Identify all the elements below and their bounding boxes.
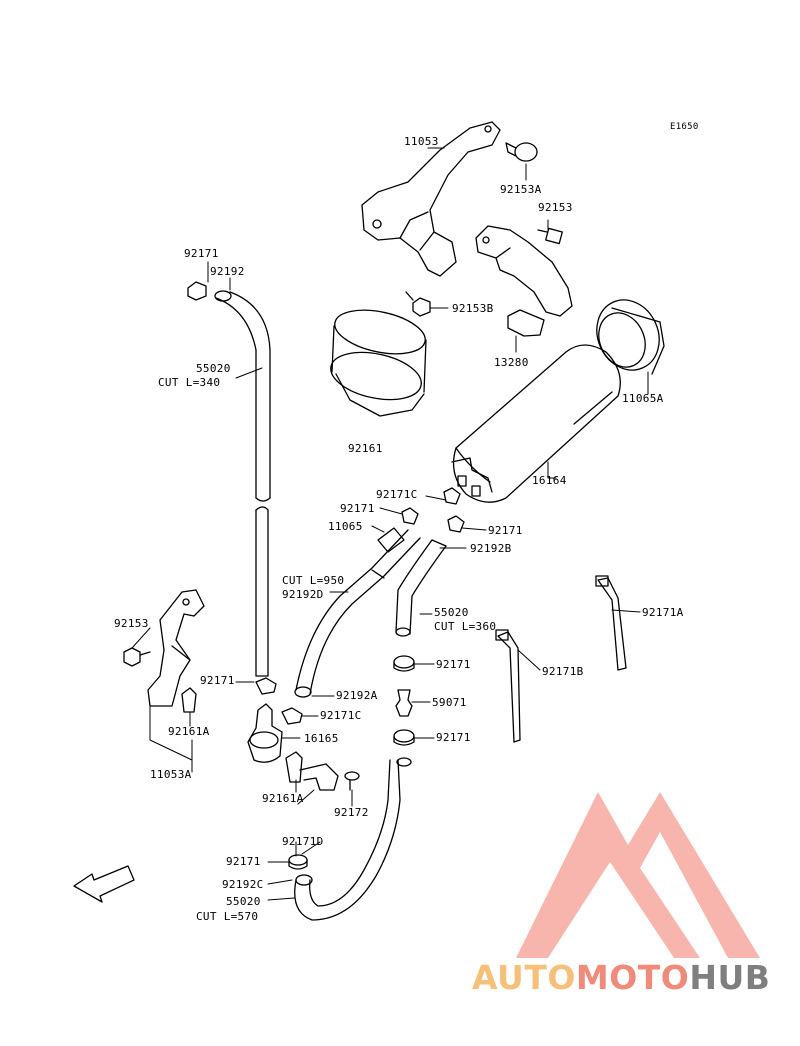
hose-92192D xyxy=(294,529,421,698)
bolt-92153A xyxy=(505,142,538,162)
bracket-11053A xyxy=(147,589,205,707)
watermark-text: AUTOMOTOHUB xyxy=(472,958,770,998)
label-92153A: 92153A xyxy=(500,183,542,196)
label-92171C-bottom: 92171C xyxy=(320,709,362,722)
label-92171-bottom: 92171 xyxy=(226,855,261,868)
label-16165: 16165 xyxy=(304,732,339,745)
clamp-92171-filter xyxy=(255,677,277,695)
clamp-92171-bottom xyxy=(288,854,308,870)
label-92161: 92161 xyxy=(348,442,383,455)
label-cut-570: CUT L=570 xyxy=(196,910,259,923)
clip-92161A-left xyxy=(181,687,197,713)
label-92171A: 92171A xyxy=(642,606,684,619)
label-55020-left: 55020 xyxy=(196,362,231,375)
label-16164: 16164 xyxy=(532,474,567,487)
tie-band-92171A xyxy=(595,575,627,671)
label-cut-340: CUT L=340 xyxy=(158,376,221,389)
label-13280: 13280 xyxy=(494,356,529,369)
label-59071: 59071 xyxy=(432,696,467,709)
bolt-92172 xyxy=(344,771,360,791)
tie-band-92171B xyxy=(495,629,521,743)
clip-92161A-bottom xyxy=(285,751,339,791)
label-cut-950: CUT L=950 xyxy=(282,574,345,587)
watermark-logo xyxy=(516,792,760,958)
watermark-moto: MOTO xyxy=(575,958,690,997)
bracket-13280 xyxy=(475,225,573,337)
hose-55020-bottom xyxy=(294,757,412,921)
canister-16164 xyxy=(451,344,621,503)
label-55020-bottom: 55020 xyxy=(226,895,261,908)
label-92153B: 92153B xyxy=(452,302,494,315)
label-92192: 92192 xyxy=(210,265,245,278)
label-92171-right: 92171 xyxy=(488,524,523,537)
front-arrow xyxy=(73,865,135,903)
bolt-92153-left xyxy=(123,647,151,667)
label-92153-top: 92153 xyxy=(538,201,573,214)
label-92171-mid: 92171 xyxy=(340,502,375,515)
hose-92192B xyxy=(395,539,447,637)
label-92192C: 92192C xyxy=(222,878,264,891)
filter-92161 xyxy=(330,309,427,417)
bolt-92153B xyxy=(405,291,431,317)
leader-lines xyxy=(131,147,649,901)
label-92161A-left: 92161A xyxy=(168,725,210,738)
label-11053A: 11053A xyxy=(150,768,192,781)
clamp-92171C-filter xyxy=(281,707,303,725)
label-92153-left: 92153 xyxy=(114,617,149,630)
clamp-92171-lower xyxy=(393,729,415,746)
fitting-11065 xyxy=(377,527,405,553)
bolt-92153-top xyxy=(537,227,563,245)
label-92171D: 92171D xyxy=(282,835,324,848)
watermark-auto: AUTO xyxy=(472,958,576,997)
label-92192B: 92192B xyxy=(470,542,512,555)
filter-16165 xyxy=(247,703,283,763)
label-cut-360: CUT L=360 xyxy=(434,620,497,633)
label-92192A: 92192A xyxy=(336,689,378,702)
label-92192D: 92192D xyxy=(282,588,324,601)
hose-55020-left xyxy=(214,290,271,677)
label-92171-topleft: 92171 xyxy=(184,247,219,260)
clamp-92171-center xyxy=(393,655,415,672)
label-92171-clamp1: 92171 xyxy=(200,674,235,687)
cap-11065A xyxy=(596,299,665,375)
label-92161A-bottom: 92161A xyxy=(262,792,304,805)
diagram-ref-code: E1650 xyxy=(670,122,699,132)
label-92171-clamp2: 92171 xyxy=(436,658,471,671)
label-92171C-top: 92171C xyxy=(376,488,418,501)
label-11053: 11053 xyxy=(404,135,439,148)
bracket-11053 xyxy=(361,121,501,277)
label-11065: 11065 xyxy=(328,520,363,533)
label-55020-mid: 55020 xyxy=(434,606,469,619)
label-92171B: 92171B xyxy=(542,665,584,678)
label-92172: 92172 xyxy=(334,806,369,819)
watermark-hub: HUB xyxy=(689,958,771,997)
joint-59071 xyxy=(395,689,413,717)
label-11065A: 11065A xyxy=(622,392,664,405)
label-92171-clamp3: 92171 xyxy=(436,731,471,744)
clamp-92171-topleft xyxy=(187,281,207,301)
